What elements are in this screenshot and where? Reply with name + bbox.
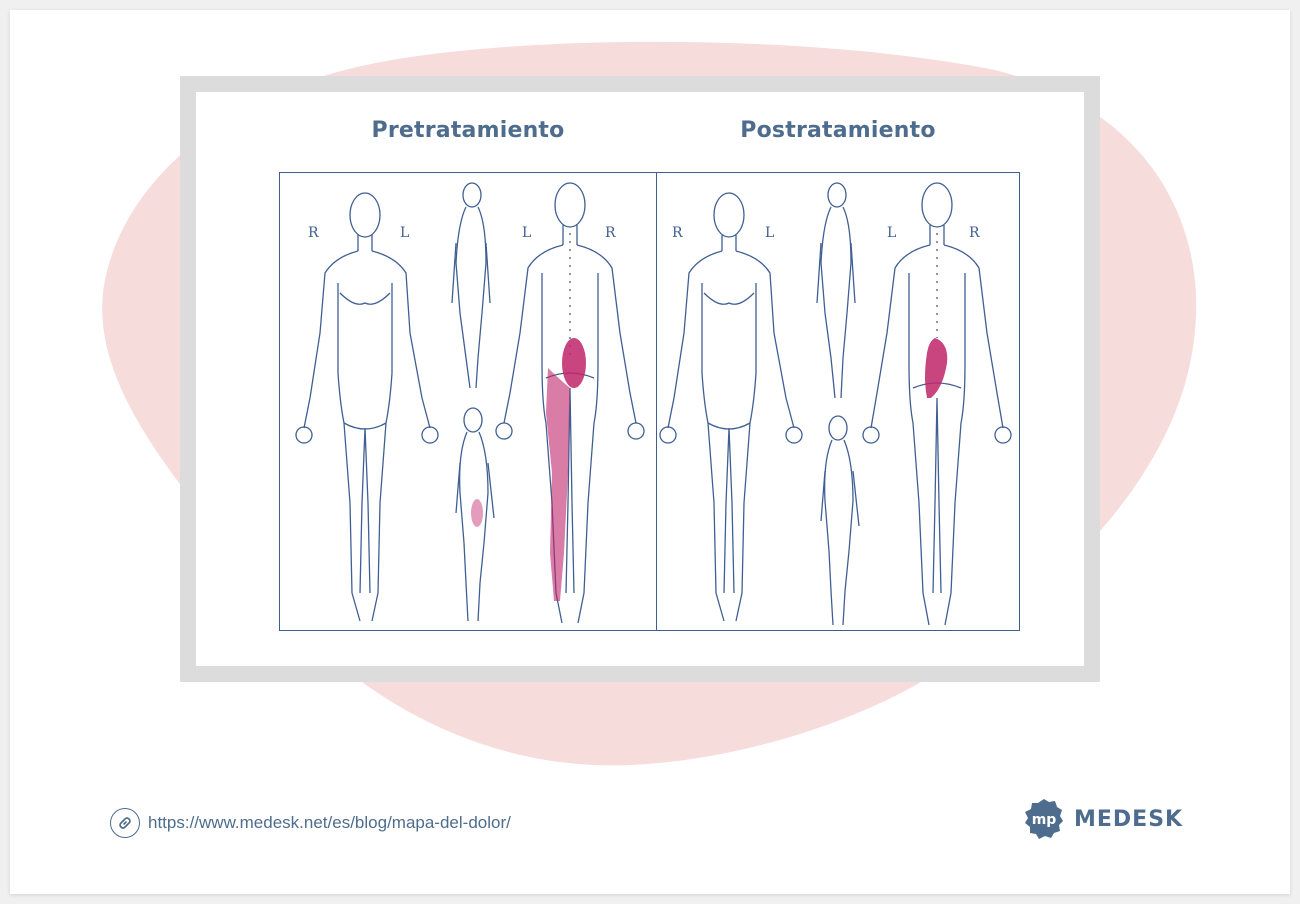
- front-right-label: R: [308, 225, 319, 241]
- pain-region-side-thigh: [471, 499, 483, 527]
- pain-region-lower-back: [925, 338, 948, 398]
- posttreatment-heading: Postratamiento: [740, 118, 936, 143]
- pain-region-leg-referred: [546, 368, 570, 601]
- medesk-brand: mp MEDESK: [1022, 797, 1183, 841]
- front-left-label: L: [765, 225, 774, 241]
- medesk-logo-icon: mp: [1025, 799, 1063, 839]
- back-left-label: L: [522, 225, 531, 241]
- posttreatment-body-chart: R L L R: [656, 172, 1020, 631]
- side-body-figure-lower: [820, 415, 860, 626]
- logo-glyph: mp: [1032, 812, 1057, 828]
- pretreatment-heading: Pretratamiento: [371, 118, 565, 143]
- back-body-figure: [495, 182, 645, 624]
- source-url[interactable]: https://www.medesk.net/es/blog/mapa-del-…: [148, 813, 511, 832]
- back-right-label: R: [969, 225, 980, 241]
- front-left-label: L: [400, 225, 409, 241]
- side-body-figure-lower: [455, 407, 495, 622]
- brand-name: MEDESK: [1074, 806, 1184, 832]
- front-right-label: R: [672, 225, 683, 241]
- front-body-figure: [295, 192, 439, 622]
- back-body-figure: [862, 182, 1012, 626]
- side-body-figure-upper: [451, 182, 491, 389]
- back-left-label: L: [887, 225, 896, 241]
- pain-region-lower-back: [562, 338, 586, 388]
- front-body-figure: [659, 192, 803, 622]
- back-right-label: R: [605, 225, 616, 241]
- source-link[interactable]: https://www.medesk.net/es/blog/mapa-del-…: [110, 806, 511, 840]
- side-body-figure-upper: [816, 182, 856, 399]
- link-icon: [110, 808, 140, 838]
- pretreatment-body-chart: R L L R: [279, 172, 657, 631]
